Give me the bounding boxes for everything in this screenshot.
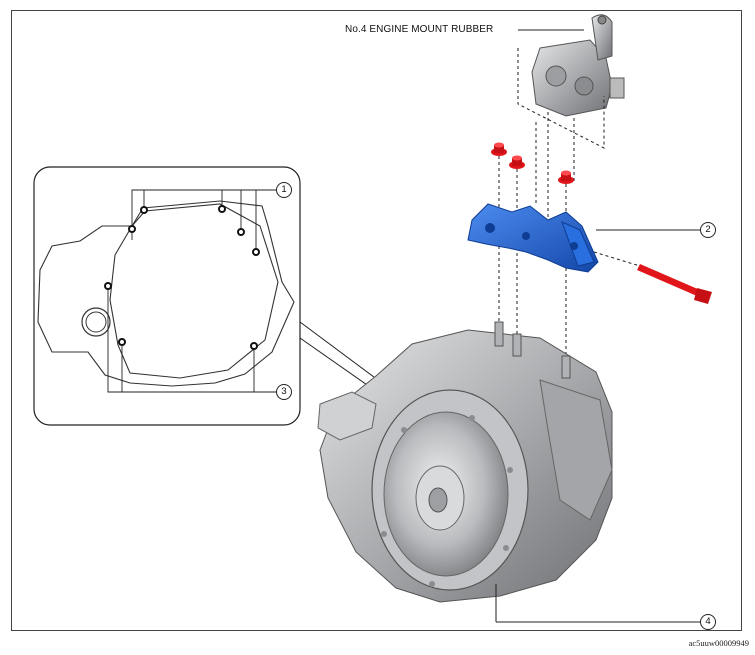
engine-mount-rubber [517,14,625,220]
callout-4: 4 [700,614,716,630]
transaxle-bracket [467,203,700,273]
transaxle-assembly [317,321,700,623]
inset-detail [33,166,387,426]
callout-2: 2 [700,222,716,238]
figure-code: ac5uuw00009949 [688,638,749,648]
mount-bolts [491,142,712,360]
through-bolt [593,251,712,304]
bolt-2 [509,155,525,169]
diagram-frame [11,10,742,631]
callout-1: 1 [276,182,292,198]
bolt-1 [491,142,507,156]
bolt-3 [558,170,574,184]
engine-mount-label: No.4 ENGINE MOUNT RUBBER [345,24,494,35]
callout-3: 3 [276,384,292,400]
